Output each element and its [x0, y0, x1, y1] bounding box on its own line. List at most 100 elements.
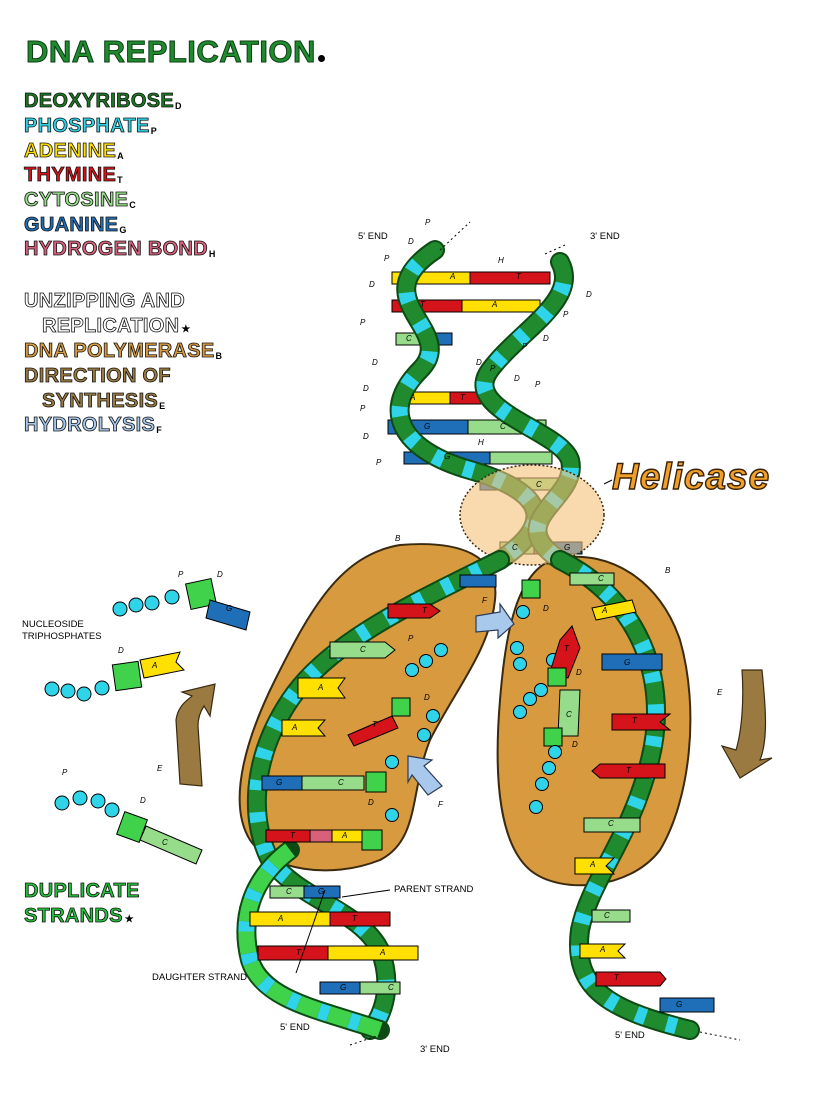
base-letter-c-12: C	[604, 911, 610, 920]
base-letter-c-6: C	[338, 778, 344, 787]
marker-d-5: D	[372, 358, 378, 367]
base-letter-t-2: T	[420, 300, 425, 309]
base-letter-c-3: C	[536, 480, 542, 489]
base-letter-g-5: G	[226, 604, 233, 613]
synthesis-arrow-right	[720, 669, 773, 779]
helicase-enzyme	[459, 464, 605, 566]
base-letter-a-3: A	[410, 393, 416, 402]
base-letter-g-8: G	[624, 658, 631, 667]
marker-d-9: D	[514, 374, 520, 383]
marker-d-13: D	[424, 693, 430, 702]
base-letter-c-9: C	[388, 983, 394, 992]
base-letter-g-6: G	[318, 887, 325, 896]
marker-d-8: D	[476, 358, 482, 367]
five-end-bottom-right: 5' END	[615, 1030, 645, 1041]
legend-direction: DIRECTION OF	[24, 365, 171, 388]
marker-p-12: P	[408, 634, 414, 643]
marker-b-left: B	[395, 534, 401, 543]
legend-hydrogen-bond: HYDROGEN BONDH	[24, 238, 216, 261]
base-letter-g-3: G	[564, 543, 571, 552]
free-nucleotide-a	[44, 651, 186, 702]
hydrolysis-arrow-bottom	[407, 755, 443, 796]
marker-d-16: D	[576, 668, 582, 677]
daughter-strand-label: DAUGHTER STRAND	[152, 972, 248, 983]
base-letter-c-2: C	[500, 422, 506, 431]
base-letter-a-8: A	[278, 914, 284, 923]
free-nucleotide-c	[54, 790, 203, 865]
base-letter-t-8: T	[296, 948, 301, 957]
marker-d-17: D	[572, 740, 578, 749]
marker-d-2: D	[369, 280, 375, 289]
base-letter-t-9: T	[632, 716, 637, 725]
marker-d-4: D	[543, 334, 549, 343]
base-letter-g-4: G	[276, 778, 283, 787]
marker-b-right: B	[665, 566, 671, 575]
base-letter-t-11: T	[614, 973, 619, 982]
legend-unzipping: UNZIPPING AND	[24, 290, 185, 313]
free-nucleotide-g	[112, 577, 251, 631]
base-letter-g-1: G	[424, 422, 431, 431]
base-letter-a-9: A	[380, 948, 386, 957]
marker-f-bottom: F	[438, 800, 443, 809]
marker-p-3: P	[360, 318, 366, 327]
legend-hydrolysis: HYDROLYSISF	[24, 414, 162, 437]
base-letter-g-7: G	[340, 983, 347, 992]
marker-f-top: F	[482, 596, 487, 605]
marker-h-1: H	[498, 256, 504, 265]
legend-phosphate: PHOSPHATEP	[24, 115, 157, 138]
marker-p-2: P	[384, 254, 390, 263]
base-letter-g-9: G	[676, 1000, 683, 1009]
base-letter-t-7: T	[352, 914, 357, 923]
base-letter-a-1: A	[450, 272, 456, 281]
marker-p-1: P	[425, 218, 431, 227]
base-letter-c-10: C	[598, 574, 604, 583]
marker-p-9: P	[535, 380, 541, 389]
incoming-nucleotides	[347, 579, 581, 851]
base-letter-t-5: T	[290, 831, 295, 840]
hydrolysis-arrow-top	[475, 602, 515, 640]
three-end-bottom-left: 3' END	[420, 1044, 450, 1055]
marker-p-7: P	[376, 458, 382, 467]
marker-p-6: P	[360, 404, 366, 413]
base-letter-t-12: T	[564, 644, 569, 653]
base-letter-a-12: A	[600, 945, 606, 954]
marker-d-3: D	[586, 290, 592, 299]
base-letter-a-5: A	[292, 723, 298, 732]
marker-d-14: D	[368, 798, 374, 807]
nucleoside-label-2: TRIPHOSPHATES	[22, 631, 102, 642]
legend-guanine: GUANINEG	[24, 214, 127, 237]
base-letter-t-3: T	[460, 393, 465, 402]
marker-p-4: P	[563, 310, 569, 319]
right-arm-bases	[569, 572, 715, 1013]
marker-h-2: H	[478, 438, 484, 447]
five-end-top: 5' END	[358, 231, 388, 242]
legend-strands: STRANDS★	[24, 905, 135, 928]
base-letter-c-7: C	[162, 838, 168, 847]
base-letter-a-7: A	[152, 661, 158, 670]
nucleoside-label-1: NUCLEOSIDE	[22, 619, 84, 630]
base-letter-g-2: G	[444, 452, 451, 461]
base-letter-c-8: C	[286, 887, 292, 896]
legend-synthesis: SYNTHESISE	[42, 390, 166, 413]
base-letter-t-4: T	[422, 606, 427, 615]
marker-p-8: P	[490, 364, 496, 373]
page-title: DNA REPLICATION	[26, 34, 325, 70]
legend-thymine: THYMINET	[24, 164, 123, 187]
marker-d-6: D	[363, 384, 369, 393]
marker-e-right: E	[717, 688, 723, 697]
legend-dna-polymerase: DNA POLYMERASEB	[24, 340, 223, 363]
synthesis-arrow-left	[175, 683, 216, 787]
parent-strand-label: PARENT STRAND	[394, 884, 474, 895]
base-letter-t-10: T	[626, 766, 631, 775]
marker-d-1: D	[408, 237, 414, 246]
base-letter-c-1: C	[406, 334, 412, 343]
base-letter-t-6: T	[372, 720, 377, 729]
base-letter-t-1: T	[516, 272, 521, 281]
base-letter-a-2: A	[492, 300, 498, 309]
base-letter-c-13: C	[566, 710, 572, 719]
base-letter-a-11: A	[590, 860, 596, 869]
helicase-label: Helicase	[611, 455, 771, 497]
marker-e-left: E	[157, 764, 163, 773]
marker-p-11: P	[62, 768, 68, 777]
